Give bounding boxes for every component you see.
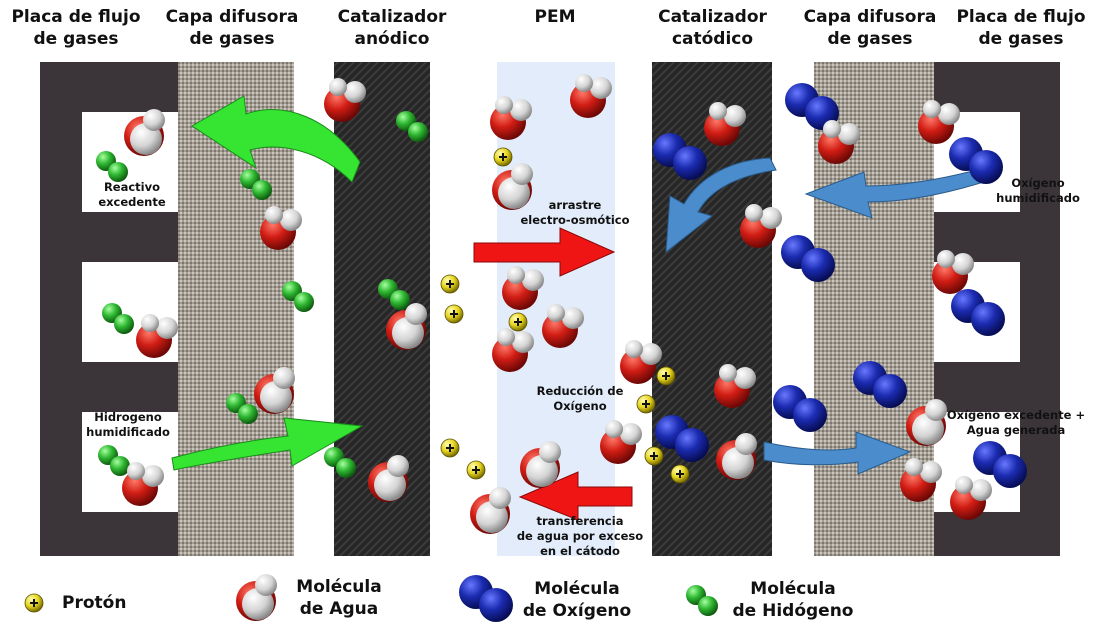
excess-oxygen-water-arrow <box>763 431 912 475</box>
hydrogen-molecule <box>102 303 134 334</box>
header-left-gdl: Capa difusora de gases <box>165 7 299 49</box>
proton <box>466 460 486 480</box>
excess-reactant-arrow <box>191 95 361 183</box>
humidified-hydrogen-arrow <box>171 417 364 471</box>
legend-oxygen-icon <box>459 575 513 622</box>
oxygen-molecule <box>951 289 1005 336</box>
left-flow-plate <box>40 62 178 556</box>
legend-hydrogen-icon <box>686 585 718 616</box>
water-molecule <box>260 206 302 250</box>
legend-proton-label: Protón <box>62 593 127 613</box>
proton <box>493 147 513 167</box>
hydrogen-molecule <box>96 151 128 182</box>
humidified-oxygen-arrow <box>804 167 991 219</box>
header-right-gdl: Capa difusora de gases <box>803 7 937 49</box>
legend-proton-icon <box>24 593 44 613</box>
water-molecule <box>740 204 782 248</box>
label-oxygen-reduction: Reducción de Oxígeno <box>536 384 624 413</box>
legend-water-label: Molécula de Agua <box>296 577 382 619</box>
header-left-flow-plate: Placa de flujo de gases <box>11 7 141 49</box>
water-molecule <box>136 314 178 358</box>
proton <box>670 464 690 484</box>
right-flow-plate <box>934 62 1060 556</box>
proton <box>636 394 656 414</box>
label-electro-osmotic-drag: arrastre electro-osmótico <box>520 198 630 227</box>
water-molecule <box>600 420 642 464</box>
proton <box>644 446 664 466</box>
proton <box>656 366 676 386</box>
water-molecule <box>900 458 942 502</box>
legend-water-icon <box>236 574 277 621</box>
water-molecule <box>932 250 974 294</box>
label-humidified-oxygen: Oxígeno humidificado <box>996 176 1080 205</box>
label-humidified-hydrogen: Hidrogeno humidificado <box>86 410 170 439</box>
header-pem: PEM <box>534 7 576 27</box>
header-anode-catalyst: Catalizador anódico <box>337 7 447 49</box>
proton <box>440 274 460 294</box>
proton <box>444 304 464 324</box>
water-molecule <box>122 462 164 506</box>
electro-osmotic-drag-arrow <box>473 227 616 277</box>
water-transfer-arrow <box>518 471 633 521</box>
cathode-inflow-arrow <box>665 157 777 254</box>
header-cathode-catalyst: Catalizador catódico <box>658 7 767 49</box>
label-excess-oxygen-water: Oxígeno excedente + Agua generada <box>946 408 1086 437</box>
header-right-flow-plate: Placa de flujo de gases <box>956 7 1086 49</box>
water-molecule <box>124 109 165 156</box>
proton <box>440 438 460 458</box>
legend-oxygen-label: Molécula de Oxígeno <box>522 579 632 621</box>
legend-hydrogen-label: Molécula de Hidógeno <box>732 579 854 621</box>
label-excess-reactant: Reactivo excedente <box>98 180 166 209</box>
proton <box>508 312 528 332</box>
hydrogen-molecule <box>98 445 130 476</box>
water-molecule <box>918 100 960 144</box>
label-water-transfer: transferencia de agua por exceso en el c… <box>516 514 644 558</box>
